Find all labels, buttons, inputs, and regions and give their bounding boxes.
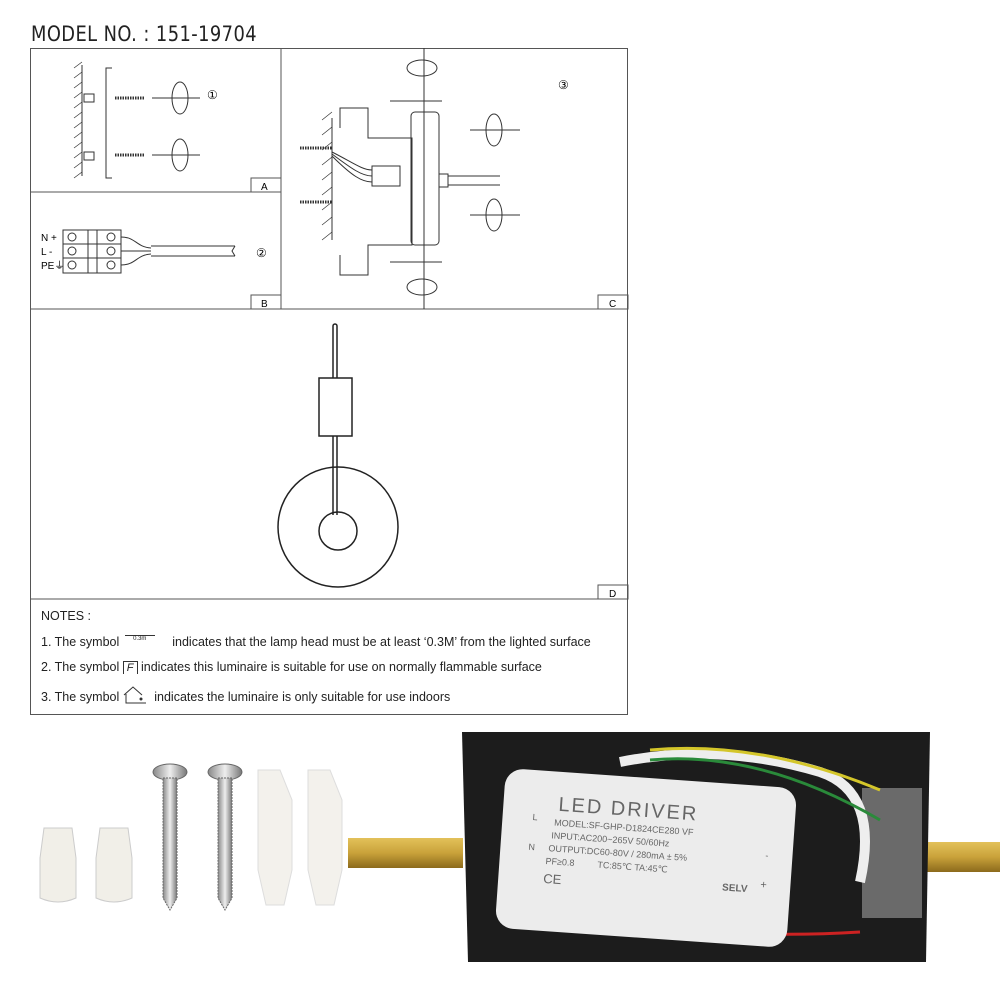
note-3-prefix: 3. The symbol bbox=[41, 690, 120, 704]
driver-n-mark: N bbox=[528, 842, 535, 852]
screws bbox=[152, 763, 243, 911]
note-1-text: indicates that the lamp head must be at … bbox=[172, 635, 591, 649]
selv-mark: SELV bbox=[722, 882, 748, 895]
note-1-prefix: 1. The symbol bbox=[41, 635, 120, 649]
flammable-surface-icon: F bbox=[122, 661, 138, 674]
brass-arm-right bbox=[925, 842, 1000, 872]
panel-c-label: C bbox=[609, 299, 616, 310]
driver-l-mark: L bbox=[532, 812, 538, 822]
terminal-n: N + bbox=[41, 233, 57, 244]
driver-plus-mark: + bbox=[760, 879, 767, 891]
mount-plate bbox=[862, 788, 922, 918]
note-2-prefix: 2. The symbol bbox=[41, 660, 120, 674]
step-3-marker: ③ bbox=[558, 78, 569, 92]
terminal-pe: PE⏚ bbox=[41, 260, 64, 272]
notes-heading: NOTES : bbox=[41, 609, 92, 623]
panel-a-label: A bbox=[261, 182, 268, 193]
note-2: 2. The symbol F indicates this luminaire… bbox=[41, 660, 542, 674]
driver-pf: PF≥0.8 bbox=[545, 856, 575, 868]
wall-plugs bbox=[257, 769, 343, 906]
driver-minus-mark: - bbox=[765, 850, 769, 860]
panel-d-label: D bbox=[609, 589, 616, 600]
distance-symbol-icon: 0.3m bbox=[124, 635, 155, 642]
wire-connector-caps bbox=[39, 827, 133, 903]
panel-a-diagram bbox=[73, 61, 200, 179]
note-3: 3. The symbol indicates the luminaire is… bbox=[41, 686, 450, 704]
frame bbox=[30, 48, 628, 715]
panel-c-diagram bbox=[300, 48, 520, 309]
panel-d-lamp-drawing bbox=[277, 323, 399, 588]
ce-mark: CE bbox=[543, 871, 562, 887]
panel-b-label: B bbox=[261, 299, 268, 310]
note-1: 1. The symbol 0.3m indicates that the la… bbox=[41, 635, 591, 649]
panel-b-terminal-block bbox=[62, 229, 236, 274]
brass-arm-left bbox=[348, 838, 463, 868]
step-1-marker: ① bbox=[207, 88, 218, 102]
step-2-marker: ② bbox=[256, 246, 267, 260]
terminal-l: L - bbox=[41, 247, 52, 258]
led-driver: LED DRIVER MODEL:SF-GHP-D1824CE280 VF IN… bbox=[495, 769, 797, 947]
note-3-text: indicates the luminaire is only suitable… bbox=[154, 690, 451, 704]
product-photo: LED DRIVER MODEL:SF-GHP-D1824CE280 VF IN… bbox=[39, 732, 1000, 962]
note-2-text: indicates this luminaire is suitable for… bbox=[140, 660, 542, 674]
model-number: MODEL NO. : 151-19704 bbox=[31, 22, 258, 46]
driver-tc-ta: TC:85℃ TA:45℃ bbox=[597, 860, 668, 875]
indoor-house-icon bbox=[123, 686, 146, 704]
